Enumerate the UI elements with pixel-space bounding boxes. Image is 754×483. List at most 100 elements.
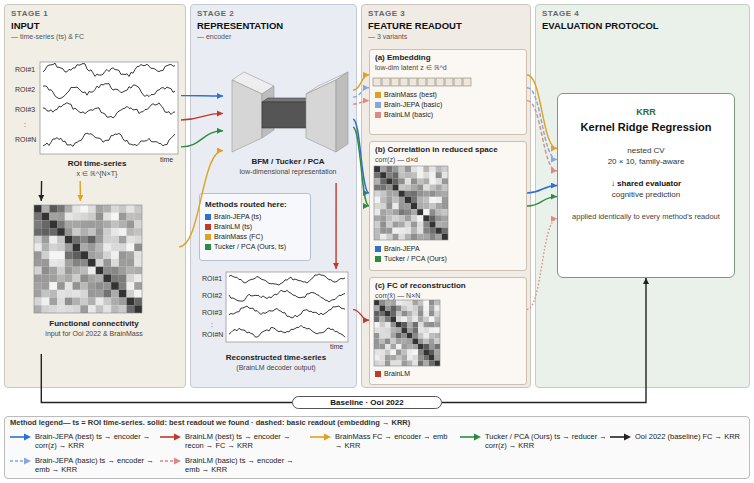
signal-trace — [229, 306, 345, 318]
matrix-cell — [80, 220, 88, 228]
matrix-cell — [396, 300, 402, 306]
matrix-cell — [34, 259, 42, 267]
matrix-cell — [103, 267, 111, 275]
matrix-cell — [374, 317, 380, 323]
matrix-cell — [396, 361, 402, 367]
matrix-cell — [396, 322, 402, 328]
matrix-cell — [442, 209, 448, 215]
matrix-cell — [386, 203, 392, 209]
matrix-cell — [436, 185, 442, 191]
axis-label: ROI#N — [202, 331, 223, 339]
matrix-cell — [34, 228, 42, 236]
matrix-cell — [42, 305, 50, 313]
matrix-cell — [399, 178, 405, 184]
matrix-cell — [417, 203, 423, 209]
matrix-cell — [396, 306, 402, 312]
matrix-cell — [34, 220, 42, 228]
matrix-cell — [380, 166, 386, 172]
matrix-cell — [393, 222, 399, 228]
matrix-cell — [380, 344, 386, 350]
matrix-cell — [411, 209, 417, 215]
matrix-cell — [402, 333, 408, 339]
connector — [527, 219, 557, 310]
matrix-cell — [57, 267, 65, 275]
matrix-cell — [65, 205, 73, 213]
matrix-cell — [49, 282, 57, 290]
legend-header: Method legend— ts = ROI time-series. sol… — [10, 419, 410, 427]
matrix-cell — [374, 322, 380, 328]
matrix-cell — [436, 178, 442, 184]
matrix-cell — [134, 205, 142, 213]
matrix-cell — [34, 236, 42, 244]
matrix-cell — [386, 166, 392, 172]
matrix-cell — [407, 339, 413, 345]
matrix-cell — [374, 185, 380, 191]
matrix-cell — [380, 222, 386, 228]
matrix-cell — [405, 203, 411, 209]
matrix-cell — [393, 197, 399, 203]
legend-text: BrainLM (basic) ts → encoder → emb → KRR — [185, 456, 307, 474]
matrix-cell — [407, 322, 413, 328]
matrix-cell — [407, 306, 413, 312]
matrix-cell — [405, 178, 411, 184]
matrix-cell — [380, 209, 386, 215]
matrix-cell — [88, 282, 96, 290]
matrix-cell — [405, 209, 411, 215]
matrix-cell — [73, 228, 81, 236]
matrix-cell — [96, 305, 104, 313]
matrix-cell — [424, 355, 430, 361]
matrix-cell — [42, 228, 50, 236]
matrix-cell — [436, 209, 442, 215]
color-swatch — [205, 224, 211, 230]
matrix-cell — [127, 274, 135, 282]
matrix-cell — [127, 205, 135, 213]
matrix-cell — [396, 328, 402, 334]
matrix-cell — [73, 213, 81, 221]
matrix-cell — [49, 274, 57, 282]
matrix-cell — [42, 205, 50, 213]
legend-text: BrainMass FC → encoder → emb → KRR — [335, 432, 457, 450]
matrix-cell — [134, 213, 142, 221]
matrix-cell — [396, 344, 402, 350]
matrix-cell — [435, 328, 441, 334]
axis-label: : — [211, 321, 213, 329]
matrix-cell — [103, 244, 111, 252]
matrix-cell — [374, 300, 380, 306]
process-box: KRRKernel Ridge Regressionnested CV20 × … — [557, 93, 735, 278]
matrix-cell — [103, 236, 111, 244]
node-text: low-dim latent z ∈ ℝ^d — [375, 63, 521, 72]
matrix-cell — [413, 317, 419, 323]
process-box: (a) Embeddinglow-dim latent z ∈ ℝ^dBrain… — [369, 49, 527, 135]
node-text: ↓ shared evaluator — [568, 179, 724, 189]
axis-label: ROI#1 — [202, 275, 222, 283]
matrix-cell — [42, 213, 50, 221]
matrix-cell — [374, 203, 380, 209]
matrix-cell — [393, 228, 399, 234]
matrix-cell — [385, 328, 391, 334]
matrix-frame — [34, 205, 142, 313]
connector — [353, 88, 369, 97]
matrix-cell — [405, 228, 411, 234]
matrix-cell — [96, 213, 104, 221]
matrix-cell — [418, 311, 424, 317]
legend-arrow — [310, 433, 332, 441]
matrix-cell — [391, 355, 397, 361]
matrix-cell — [429, 306, 435, 312]
matrix-cell — [411, 172, 417, 178]
matrix-cell — [57, 282, 65, 290]
matrix-cell — [49, 290, 57, 298]
polygon-shape — [624, 434, 631, 441]
matrix-cell — [407, 300, 413, 306]
matrix-cell — [429, 350, 435, 356]
matrix-cell — [423, 197, 429, 203]
matrix-cell — [96, 251, 104, 259]
matrix-cell — [42, 259, 50, 267]
connector — [41, 354, 292, 403]
matrix-cell — [374, 350, 380, 356]
matrix-cell — [430, 166, 436, 172]
matrix-cell — [391, 350, 397, 356]
matrix-cell — [413, 361, 419, 367]
matrix-cell — [391, 322, 397, 328]
matrix-cell — [385, 322, 391, 328]
signal-trace — [229, 290, 345, 302]
